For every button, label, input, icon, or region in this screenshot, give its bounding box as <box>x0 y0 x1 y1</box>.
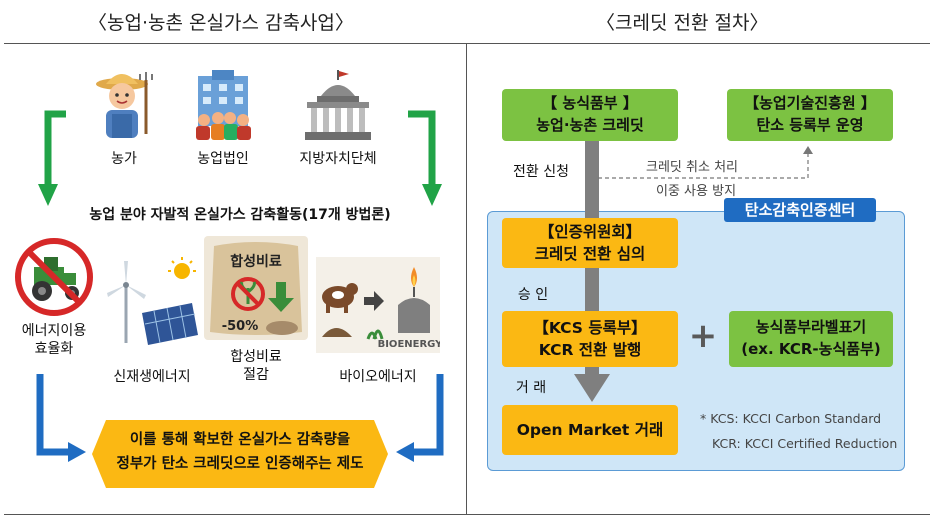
activity-label-bioenergy: 바이오에너지 <box>339 369 417 385</box>
label-marking-box: 농식품부라벨표기 (ex. KCR-농식품부) <box>729 311 893 367</box>
no-tractor-icon <box>15 238 93 316</box>
dashed-connectors <box>598 146 813 179</box>
government-building-icon <box>305 70 371 140</box>
apply-label: 전환 신청 <box>513 164 569 180</box>
bioenergy-text: BIOENERGY <box>378 339 440 350</box>
bag-value: -50% <box>222 319 259 334</box>
open-market-box: Open Market 거래 <box>502 405 678 455</box>
approve-label: 승 인 <box>517 287 549 303</box>
farmer-icon <box>96 72 153 138</box>
right-panel-title: 〈크레딧 전환 절차〉 <box>596 12 769 34</box>
open-market-box-text: Open Market 거래 <box>516 421 664 439</box>
corporation-building-icon <box>196 70 251 140</box>
committee-box: 【인증위원회】 크레딧 전환 심의 <box>502 218 678 268</box>
left-panel-title: 〈농업·농촌 온실가스 감축사업〉 <box>88 12 354 34</box>
green-arrow-left <box>38 110 66 206</box>
blue-arrow-left <box>36 374 86 462</box>
top-divider <box>4 43 930 44</box>
kcs-registry-box-text: 【KCS 등록부】 KCR 전환 발행 <box>533 319 647 359</box>
summary-banner-shape <box>92 420 388 488</box>
note-kcs: * KCS: KCCI Carbon Standard <box>700 411 882 426</box>
bioenergy-icon: BIOENERGY <box>316 257 440 353</box>
green-arrow-right <box>408 110 442 206</box>
committee-box-text: 【인증위원회】 크레딧 전환 심의 <box>534 223 646 263</box>
activity-heading: 농업 분야 자발적 온실가스 감축활동(17개 방법론) <box>89 207 391 223</box>
bag-title: 합성비료 <box>230 253 282 270</box>
activity-label-efficiency-1: 에너지이용 효율화 <box>14 322 94 358</box>
actor-label-corporation: 농업법인 <box>197 151 249 167</box>
activity-label-efficiency: 에너지이용 효율화 <box>21 323 87 357</box>
center-divider <box>466 43 467 514</box>
bottom-divider <box>4 514 930 515</box>
double-use-label: 이중 사용 방지 <box>656 184 737 199</box>
tech-agency-box: 【농업기술진흥원 】 탄소 등록부 운영 <box>727 89 893 141</box>
wind-solar-icon <box>107 257 198 345</box>
note-kcr: KCR: KCCI Certified Reduction <box>712 436 898 451</box>
activity-label-fertilizer: 합성비료 절감 <box>230 349 282 383</box>
blue-arrow-right <box>396 374 444 462</box>
ministry-box: 【 농식품부 】 농업·농촌 크레딧 <box>502 89 678 141</box>
trade-label: 거 래 <box>515 380 547 396</box>
carbon-center-label: 탄소감축인증센터 <box>744 201 856 219</box>
plus-sign: + <box>688 316 718 356</box>
carbon-center-tab: 탄소감축인증센터 <box>724 198 876 222</box>
actor-label-farmer: 농가 <box>111 151 137 167</box>
actor-label-government: 지방자치단체 <box>299 151 377 167</box>
cancel-label: 크레딧 취소 처리 <box>646 160 738 175</box>
summary-text: 이를 통해 확보한 온실가스 감축량을 정부가 탄소 크레딧으로 인증해주는 제… <box>92 428 388 476</box>
kcs-registry-box: 【KCS 등록부】 KCR 전환 발행 <box>502 311 678 367</box>
activity-label-renewable: 신재생에너지 <box>113 369 191 385</box>
activity-label-fertilizer-wrap: 합성비료 절감 <box>206 348 306 384</box>
fertilizer-bag-icon: 합성비료 -50% <box>204 236 308 340</box>
summary-text-content: 이를 통해 확보한 온실가스 감축량을 정부가 탄소 크레딧으로 인증해주는 제… <box>116 432 364 472</box>
